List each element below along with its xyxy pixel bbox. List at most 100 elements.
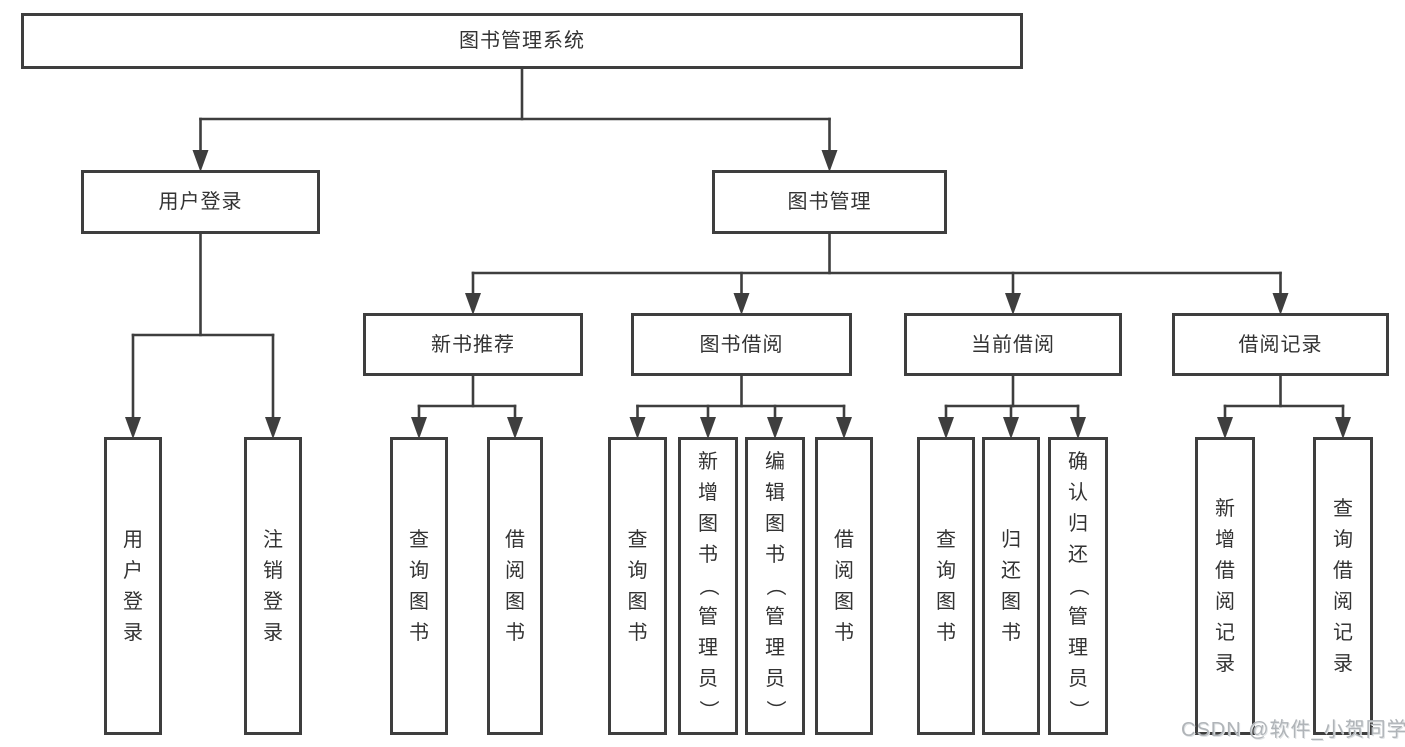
vertical-char: 录: [123, 621, 143, 644]
vertical-char: 查: [627, 528, 648, 551]
node-label: 图书借阅: [699, 333, 784, 356]
arrowhead: [821, 150, 838, 172]
vertical-char: 询: [627, 559, 648, 582]
vertical-char: ）: [1067, 700, 1089, 720]
node-leaf-bb-add: 新增图书 （ 管理员 ）: [678, 437, 738, 735]
vertical-char: 书: [936, 621, 956, 644]
vertical-char: 查: [1333, 497, 1353, 520]
vertical-char: 录: [263, 621, 283, 644]
node-label: 查询图书: [628, 530, 648, 643]
vertical-char: ）: [697, 700, 719, 720]
vertical-char: 登: [123, 590, 143, 613]
vertical-char: 图: [505, 590, 525, 613]
node-borrow-record: 借阅记录: [1172, 313, 1389, 376]
node-label: 用户登录: [158, 191, 243, 213]
arrowhead: [836, 417, 852, 439]
arrowhead: [192, 150, 209, 172]
node-leaf-nbr-query: 查询图书: [390, 437, 448, 735]
vertical-char: 记: [1215, 621, 1235, 644]
vertical-char: 阅: [1333, 590, 1353, 613]
node-label: 新书推荐: [431, 333, 515, 356]
vertical-char: 增: [1215, 528, 1235, 551]
arrowhead: [265, 417, 281, 439]
node-leaf-cb-query: 查询图书: [917, 437, 975, 735]
vertical-char: 员: [698, 668, 718, 690]
vertical-char: 理: [765, 637, 785, 659]
vertical-char: 管: [1068, 606, 1088, 628]
node-root: 图书管理系统: [21, 13, 1023, 69]
vertical-char: 销: [263, 559, 283, 582]
vertical-char: 图: [698, 513, 718, 535]
node-label: 新增图书 （ 管理员 ）: [697, 451, 719, 720]
arrowhead: [700, 417, 716, 439]
node-current-borrow: 当前借阅: [904, 313, 1122, 376]
vertical-char: 图: [627, 590, 648, 613]
arrowhead: [1005, 293, 1021, 315]
node-leaf-cb-confirm: 确认归还（管理员）: [1048, 437, 1108, 735]
vertical-char: 理: [1068, 637, 1088, 659]
arrowhead: [629, 417, 646, 439]
vertical-char: 注: [263, 528, 283, 551]
vertical-char: 书: [409, 621, 429, 644]
vertical-char: 录: [1215, 652, 1235, 675]
node-leaf-bb-query: 查询图书: [608, 437, 667, 735]
node-label: 用户登录: [123, 530, 143, 643]
vertical-char: 归: [1001, 528, 1021, 551]
vertical-char: 员: [765, 668, 785, 690]
vertical-char: 书: [627, 621, 648, 644]
node-leaf-user-login: 用户登录: [104, 437, 162, 735]
vertical-char: 增: [698, 482, 718, 504]
node-label: 查询图书: [936, 530, 956, 643]
vertical-char: （: [1067, 576, 1089, 596]
node-label: 当前借阅: [971, 333, 1055, 356]
node-label: 借阅图书: [505, 530, 525, 643]
vertical-char: 阅: [1215, 590, 1235, 613]
vertical-char: 录: [1333, 652, 1353, 675]
arrowhead: [1070, 417, 1086, 439]
vertical-char: 图: [1001, 590, 1021, 613]
vertical-char: 管: [698, 606, 718, 628]
vertical-char: 阅: [505, 559, 525, 582]
vertical-char: 图: [834, 590, 854, 613]
vertical-char: （: [697, 576, 719, 596]
arrowhead: [1003, 417, 1019, 439]
vertical-char: 阅: [834, 559, 854, 582]
vertical-char: 归: [1068, 513, 1088, 535]
vertical-char: （: [764, 576, 786, 596]
vertical-char: 图: [765, 513, 785, 535]
node-leaf-nbr-borrow: 借阅图书: [487, 437, 543, 735]
node-leaf-bb-borrow: 借阅图书: [815, 437, 873, 735]
vertical-char: 询: [936, 559, 956, 582]
node-label: 确认归还（管理员）: [1067, 452, 1089, 720]
vertical-char: 新: [698, 451, 718, 473]
node-book-mgmt: 图书管理: [712, 170, 947, 234]
node-book-borrow: 图书借阅: [631, 313, 852, 376]
node-user-login: 用户登录: [81, 170, 320, 234]
node-label: 查询借阅记录: [1333, 499, 1353, 674]
arrowhead: [465, 293, 481, 315]
vertical-char: 编: [765, 451, 785, 473]
vertical-char: 借: [505, 528, 525, 551]
watermark: CSDN @软件_小贺同学: [1181, 719, 1405, 741]
vertical-char: 用: [123, 528, 143, 551]
vertical-char: 书: [698, 544, 718, 566]
vertical-char: 书: [1001, 621, 1021, 644]
vertical-char: 图: [409, 590, 429, 613]
vertical-char: 图: [936, 590, 956, 613]
vertical-char: 查: [936, 528, 956, 551]
vertical-char: 书: [765, 544, 785, 566]
node-leaf-cb-return: 归还图书: [982, 437, 1040, 735]
vertical-char: 查: [409, 528, 429, 551]
vertical-char: 书: [834, 621, 854, 644]
arrowhead: [1272, 293, 1289, 315]
node-label: 编辑图书（管理员）: [764, 451, 786, 720]
node-label: 图书管理系统: [459, 30, 585, 52]
vertical-char: 户: [123, 559, 143, 582]
vertical-char: 登: [263, 590, 283, 613]
node-label: 查询图书: [409, 530, 429, 643]
arrowhead: [733, 293, 750, 315]
node-label: 归还图书: [1001, 530, 1021, 643]
vertical-char: 员: [1068, 668, 1088, 690]
vertical-char: 理: [698, 637, 718, 659]
